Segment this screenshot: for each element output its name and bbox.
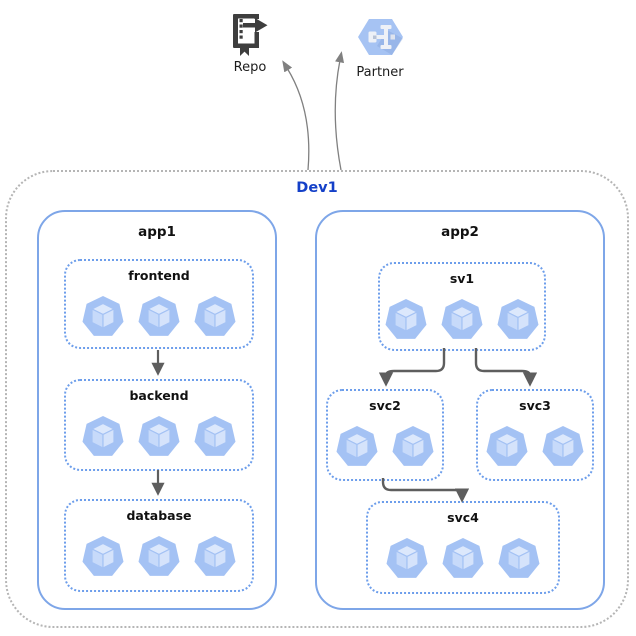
service-svc2-label: svc2 — [369, 398, 401, 413]
pod-icon — [138, 416, 180, 456]
app1-box: app1 frontend backend — [37, 210, 277, 610]
backend-pod-row — [66, 414, 252, 458]
service-svc4-label: svc4 — [447, 510, 479, 525]
pod-icon — [441, 299, 483, 339]
pod-icon — [392, 426, 434, 466]
service-svc2-box: svc2 — [326, 389, 444, 481]
service-frontend-label: frontend — [128, 268, 190, 283]
repo-node: Repo — [220, 10, 280, 75]
arrow-dev1-to-repo — [282, 60, 310, 171]
svc2-pod-row — [328, 424, 442, 468]
pod-icon — [497, 299, 539, 339]
frontend-pod-row — [66, 294, 252, 338]
pod-icon — [442, 538, 484, 578]
repo-icon — [233, 14, 268, 56]
pod-icon — [138, 536, 180, 576]
service-svc3-box: svc3 — [476, 389, 594, 481]
pod-icon — [385, 299, 427, 339]
sv1-pod-row — [380, 297, 544, 341]
repo-label: Repo — [233, 60, 267, 75]
pod-icon — [82, 536, 124, 576]
pod-icon — [542, 426, 584, 466]
service-backend-box: backend — [64, 379, 254, 471]
app2-box: app2 sv1 svc2 — [315, 210, 605, 610]
cluster-dev1-box: Dev1 app1 frontend backend — [5, 170, 629, 628]
app2-label: app2 — [441, 224, 479, 240]
pod-icon — [194, 536, 236, 576]
database-pod-row — [66, 534, 252, 578]
service-backend-label: backend — [129, 388, 189, 403]
svc3-pod-row — [478, 424, 592, 468]
service-sv1-label: sv1 — [449, 271, 475, 286]
service-sv1-box: sv1 — [378, 262, 546, 351]
svc4-pod-row — [368, 536, 558, 580]
pod-icon — [386, 538, 428, 578]
service-database-label: database — [126, 508, 192, 523]
service-svc4-box: svc4 — [366, 501, 560, 594]
pod-icon — [194, 296, 236, 336]
arrow-dev1-to-partner — [334, 51, 345, 171]
partner-icon — [357, 19, 403, 55]
pod-icon — [486, 426, 528, 466]
pod-icon — [194, 416, 236, 456]
partner-node: Partner — [346, 13, 414, 80]
pod-icon — [498, 538, 540, 578]
cluster-dev1-label: Dev1 — [296, 180, 338, 196]
service-frontend-box: frontend — [64, 259, 254, 349]
pod-icon — [82, 416, 124, 456]
pod-icon — [82, 296, 124, 336]
service-svc3-label: svc3 — [519, 398, 551, 413]
service-database-box: database — [64, 499, 254, 592]
pod-icon — [138, 296, 180, 336]
partner-label: Partner — [356, 65, 404, 80]
pod-icon — [336, 426, 378, 466]
app1-label: app1 — [138, 224, 176, 240]
